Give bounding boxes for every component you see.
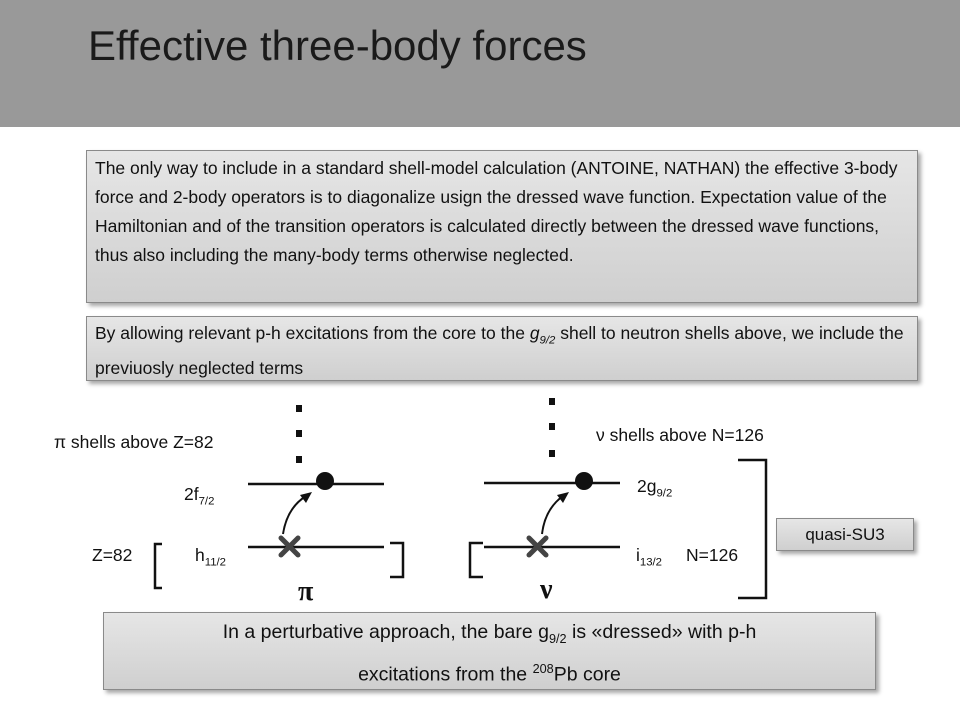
proton-particle [316,472,334,490]
proton-hole-cross [278,535,301,558]
excitation-text: By allowing relevant p-h excitations fro… [95,320,909,382]
neutron-dot-1 [549,398,555,405]
bottom-line-2-after: Pb core [553,663,621,686]
neutron-hole-cross [526,535,549,558]
quasi-su3-box: quasi-SU3 [776,518,914,551]
title-bar [0,0,960,127]
neutron-lower-orbit: i [636,545,640,565]
proton-dot-1 [296,405,302,412]
neutron-shells-label: ν shells above N=126 [596,425,764,445]
bottom-line-2-sup: 208 [532,661,554,676]
bottom-text-box: In a perturbative approach, the bare g9/… [103,612,876,690]
proton-excitation-arrow [282,495,307,535]
proton-lower-orbit-sub: 11/2 [204,556,226,569]
proton-upper-orbit-label: 2f7/2 [184,484,214,508]
excitation-text-after: shell to neutron shells above, we includ… [95,323,904,378]
slide-title: Effective three-body forces [88,22,587,69]
proton-arrowhead [300,492,312,503]
neutron-arrowhead [557,492,569,503]
neutron-lower-orbit-label: i13/2 [636,545,662,569]
quasi-su3-bracket [738,458,768,600]
neutron-magic-label: N=126 [686,545,739,565]
intro-text: The only way to include in a standard sh… [95,158,898,265]
bottom-line-2: excitations from the 208Pb core [112,654,867,690]
neutron-excitation-arrow [541,495,564,535]
neutron-dot-3 [549,450,555,457]
excitation-orbit: g [529,323,540,343]
excitation-text-box: By allowing relevant p-h excitations fro… [86,316,918,381]
quasi-su3-label: quasi-SU3 [805,525,885,544]
neutron-dot-2 [549,423,555,430]
proton-symbol: π [298,576,314,607]
proton-magic-label: Z=82 [92,545,133,565]
proton-lower-orbit-label: h11/2 [195,545,226,569]
bottom-line-2-before: excitations from the [358,663,533,686]
neutron-left-bracket [468,541,483,579]
bottom-line-1-after: is «dressed» with p-h [566,621,757,643]
proton-shells-label: π shells above Z=82 [54,432,214,452]
proton-lower-orbit: h [195,545,205,565]
excitation-text-before: By allowing relevant p-h excitations fro… [95,323,530,343]
proton-left-bracket [153,542,162,590]
bottom-line-1: In a perturbative approach, the bare g9/… [112,617,867,654]
bottom-line-1-before: In a perturbative approach, the bare g [222,621,549,643]
neutron-symbol: ν [540,574,553,605]
proton-upper-orbit: 2f [184,484,199,504]
neutron-upper-orbit: 2g [637,476,657,496]
excitation-orbit-sub: 9/2 [539,334,556,347]
bottom-line-1-sub: 9/2 [549,631,567,646]
neutron-upper-orbit-sub: 9/2 [656,487,673,500]
intro-text-box: The only way to include in a standard sh… [86,150,918,303]
proton-dot-3 [296,456,302,463]
neutron-lower-orbit-sub: 13/2 [639,556,662,569]
neutron-particle [575,472,593,490]
proton-dot-2 [296,430,302,437]
proton-right-bracket [390,541,405,579]
proton-upper-orbit-sub: 7/2 [198,495,215,508]
neutron-upper-orbit-label: 2g9/2 [637,476,672,500]
